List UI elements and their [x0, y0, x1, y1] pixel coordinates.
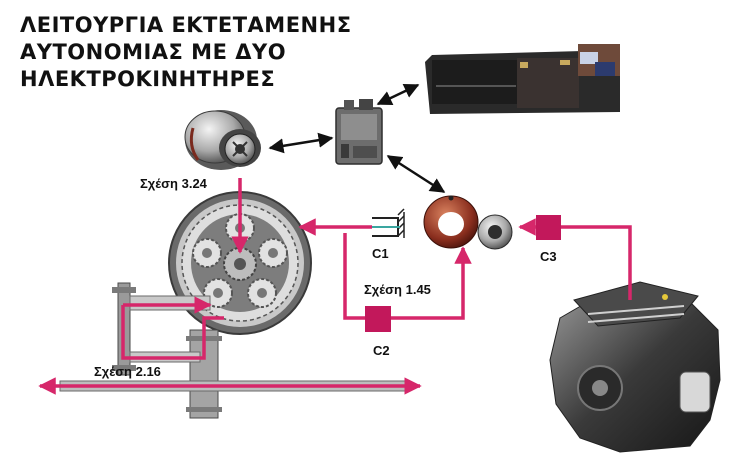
ratio-2-16-label: Σχέση 2.16: [94, 364, 161, 379]
clutch-c2-box: [365, 306, 391, 332]
clutch-c1-symbol: [372, 208, 405, 238]
title-line-3: ΗΛΕΚΤΡΟΚΙΝΗΤΗΡΕΣ: [20, 67, 276, 91]
power-flow-lines: [38, 178, 632, 395]
motor-image: [184, 110, 261, 170]
planetary-gear-image: [168, 191, 312, 335]
engine-image: [549, 281, 721, 453]
ratio-3-24-label: Σχέση 3.24: [140, 176, 208, 191]
clutch-c1-label: C1: [372, 246, 389, 261]
battery-pack-image: [425, 44, 620, 114]
clutch-c3-label: C3: [540, 249, 557, 264]
ratio-1-45-label: Σχέση 1.45: [364, 282, 431, 297]
clutch-c3-box: [536, 215, 561, 240]
clutch-c2-label: C2: [373, 343, 390, 358]
control-module-image: [335, 99, 383, 165]
title-line-1: ΛΕΙΤΟΥΡΓΙΑ ΕΚΤΕΤΑΜΕΝΗΣ: [20, 13, 352, 37]
diagram-title: ΛΕΙΤΟΥΡΓΙΑ ΕΚΤΕΤΑΜΕΝΗΣ ΑΥΤΟΝΟΜΙΑΣ ΜΕ ΔΥΟ…: [20, 12, 352, 93]
title-line-2: ΑΥΤΟΝΟΜΙΑΣ ΜΕ ΔΥΟ: [20, 40, 287, 64]
generator-image: [423, 195, 513, 250]
signal-arrows: [268, 83, 446, 194]
